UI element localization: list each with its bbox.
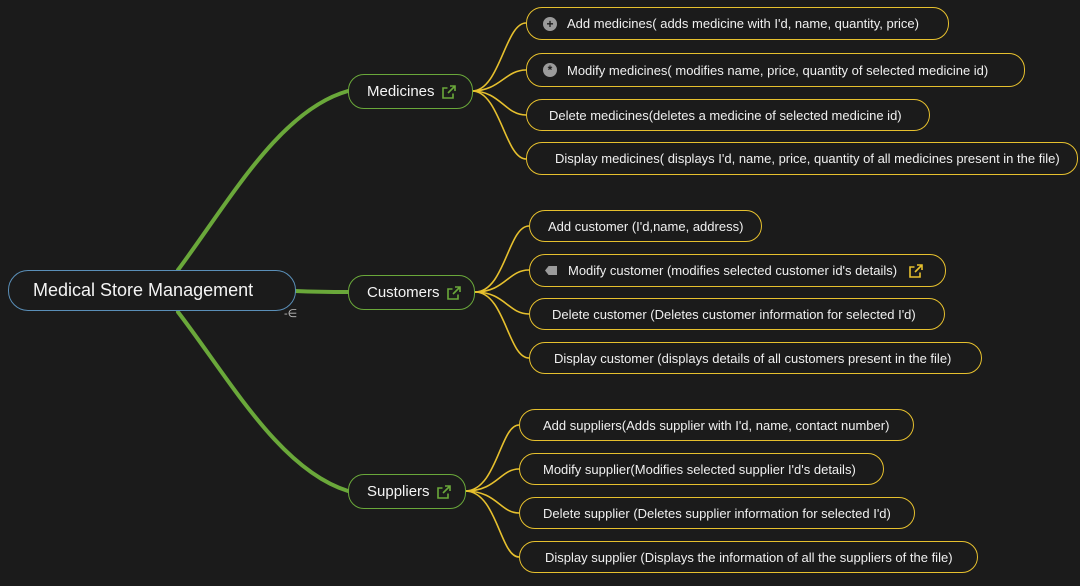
branch-customers[interactable]: Customers — [348, 275, 475, 310]
external-link-icon[interactable] — [436, 484, 451, 499]
link-root-customers — [293, 289, 350, 294]
link-customers-leaf-3 — [474, 291, 530, 315]
link-suppliers-leaf-4 — [464, 490, 520, 558]
collapse-toggle[interactable]: -∈ — [284, 308, 298, 320]
link-customers-leaf-1 — [474, 225, 530, 293]
leaf-label: Delete customer (Deletes customer inform… — [552, 306, 916, 322]
link-customers-leaf-4 — [474, 291, 530, 359]
leaf-display-customer[interactable]: Display customer (displays details of al… — [529, 342, 982, 374]
branch-suppliers[interactable]: Suppliers — [348, 474, 466, 509]
leaf-label: Modify customer (modifies selected custo… — [568, 263, 898, 278]
link-suppliers-leaf-2 — [464, 468, 520, 492]
tag-icon — [544, 264, 558, 278]
leaf-delete-medicines[interactable]: Delete medicines(deletes a medicine of s… — [526, 99, 930, 131]
plus-icon: + — [543, 16, 557, 31]
link-customers-leaf-2 — [474, 269, 530, 293]
branch-customers-label: Customers — [367, 284, 440, 301]
branch-medicines[interactable]: Medicines — [348, 74, 473, 109]
leaf-label: Delete medicines(deletes a medicine of s… — [549, 107, 902, 123]
leaf-delete-supplier[interactable]: Delete supplier (Deletes supplier inform… — [519, 497, 915, 529]
leaf-label: Modify supplier(Modifies selected suppli… — [543, 461, 856, 477]
link-medicines-leaf-2 — [471, 69, 527, 92]
root-node[interactable]: Medical Store Management — [8, 270, 296, 311]
leaf-display-medicines[interactable]: Display medicines( displays I'd, name, p… — [526, 142, 1078, 175]
link-medicines-leaf-1 — [471, 22, 527, 92]
leaf-label: Modify medicines( modifies name, price, … — [567, 62, 989, 78]
leaf-modify-supplier[interactable]: Modify supplier(Modifies selected suppli… — [519, 453, 884, 485]
leaf-label: Add medicines( adds medicine with I'd, n… — [567, 16, 919, 31]
leaf-modify-medicines[interactable]: * Modify medicines( modifies name, price… — [526, 53, 1025, 87]
branch-medicines-label: Medicines — [367, 83, 435, 100]
leaf-label: Add suppliers(Adds supplier with I'd, na… — [543, 417, 890, 433]
link-root-medicines — [176, 89, 350, 272]
link-medicines-leaf-3 — [471, 90, 527, 116]
root-label: Medical Store Management — [33, 280, 254, 300]
leaf-display-supplier[interactable]: Display supplier (Displays the informati… — [519, 541, 978, 573]
external-link-icon[interactable] — [446, 285, 461, 300]
link-suppliers-leaf-3 — [464, 490, 520, 514]
branch-suppliers-label: Suppliers — [367, 483, 430, 500]
external-link-icon[interactable] — [441, 84, 456, 99]
external-link-icon[interactable] — [909, 263, 923, 278]
leaf-label: Delete supplier (Deletes supplier inform… — [543, 505, 891, 521]
leaf-add-medicines[interactable]: + Add medicines( adds medicine with I'd,… — [526, 7, 949, 40]
link-root-suppliers — [176, 310, 350, 493]
leaf-add-suppliers[interactable]: Add suppliers(Adds supplier with I'd, na… — [519, 409, 914, 441]
leaf-label: Display medicines( displays I'd, name, p… — [555, 151, 1060, 166]
leaf-delete-customer[interactable]: Delete customer (Deletes customer inform… — [529, 298, 945, 330]
asterisk-icon: * — [543, 63, 557, 77]
leaf-add-customer[interactable]: Add customer (I'd,name, address) — [529, 210, 762, 242]
leaf-label: Add customer (I'd,name, address) — [548, 218, 744, 234]
leaf-label: Display supplier (Displays the informati… — [545, 549, 953, 565]
leaf-modify-customer[interactable]: Modify customer (modifies selected custo… — [529, 254, 946, 287]
link-medicines-leaf-4 — [471, 90, 527, 160]
link-suppliers-leaf-1 — [464, 424, 520, 492]
leaf-label: Display customer (displays details of al… — [554, 350, 952, 366]
